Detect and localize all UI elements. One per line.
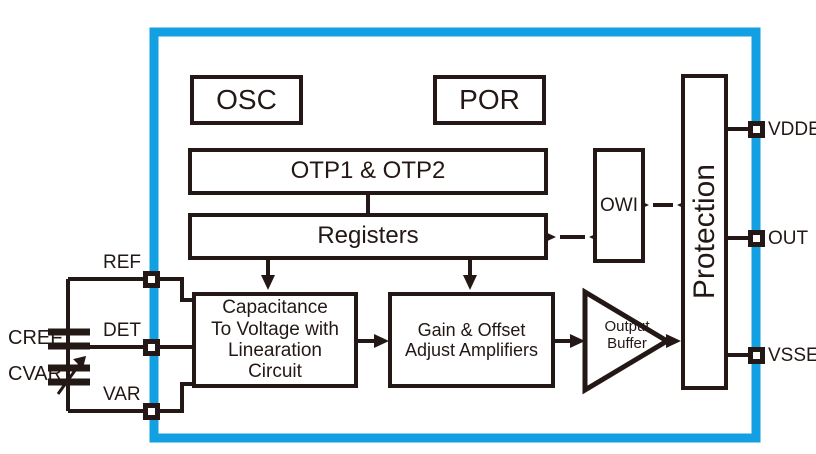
pin-label-vdde: VDDE	[768, 119, 816, 140]
block-protection-label: Protection	[687, 164, 721, 300]
pin-label-vsse: VSSE	[768, 345, 816, 366]
block-osc[interactable]: OSC	[190, 75, 303, 125]
pin-label-out: OUT	[768, 228, 809, 249]
wire-var-in	[160, 382, 196, 413]
pin-pad-out[interactable]	[748, 230, 765, 247]
block-por[interactable]: POR	[433, 75, 546, 125]
output-buffer-label-group: Output Buffer	[589, 318, 665, 353]
block-capacitance-to-voltage[interactable]: Capacitance To Voltage with Linearation …	[192, 292, 358, 388]
gain-line-2: Adjust Amplifiers	[404, 340, 539, 360]
block-registers[interactable]: Registers	[188, 213, 548, 260]
pin-label-ref: REF	[103, 252, 141, 273]
ctv-line-4: Circuit	[248, 361, 302, 383]
block-otp-label: OTP1 & OTP2	[290, 157, 446, 185]
block-osc-label: OSC	[216, 84, 277, 116]
block-registers-label: Registers	[317, 222, 419, 250]
block-owi-label: OWI	[600, 194, 638, 216]
wire-ref-in	[160, 277, 196, 302]
ctv-line-1: Capacitance	[222, 297, 328, 319]
pin-label-det: DET	[103, 320, 141, 341]
pin-pad-det[interactable]	[143, 339, 160, 356]
block-por-label: POR	[459, 84, 520, 116]
pin-pad-ref[interactable]	[143, 271, 160, 288]
block-gain-offset-amplifiers[interactable]: Gain & Offset Adjust Amplifiers	[388, 292, 555, 388]
output-buffer-line-1: Output	[604, 318, 650, 335]
pin-label-var: VAR	[103, 384, 141, 405]
pin-pad-vdde[interactable]	[748, 121, 765, 138]
block-otp[interactable]: OTP1 & OTP2	[188, 148, 548, 195]
pin-pad-var[interactable]	[143, 403, 160, 420]
component-label-cref: CREF	[8, 327, 63, 349]
block-protection[interactable]: Protection	[681, 74, 728, 390]
ctv-line-3: Linearation	[227, 340, 323, 361]
pin-pad-vsse[interactable]	[748, 347, 765, 364]
gain-line-1: Gain & Offset	[417, 319, 526, 340]
component-label-cvar: CVAR	[8, 363, 63, 385]
ctv-line-2: To Voltage with	[211, 318, 339, 340]
output-buffer-line-2: Buffer	[607, 335, 647, 353]
block-owi[interactable]: OWI	[593, 148, 645, 263]
